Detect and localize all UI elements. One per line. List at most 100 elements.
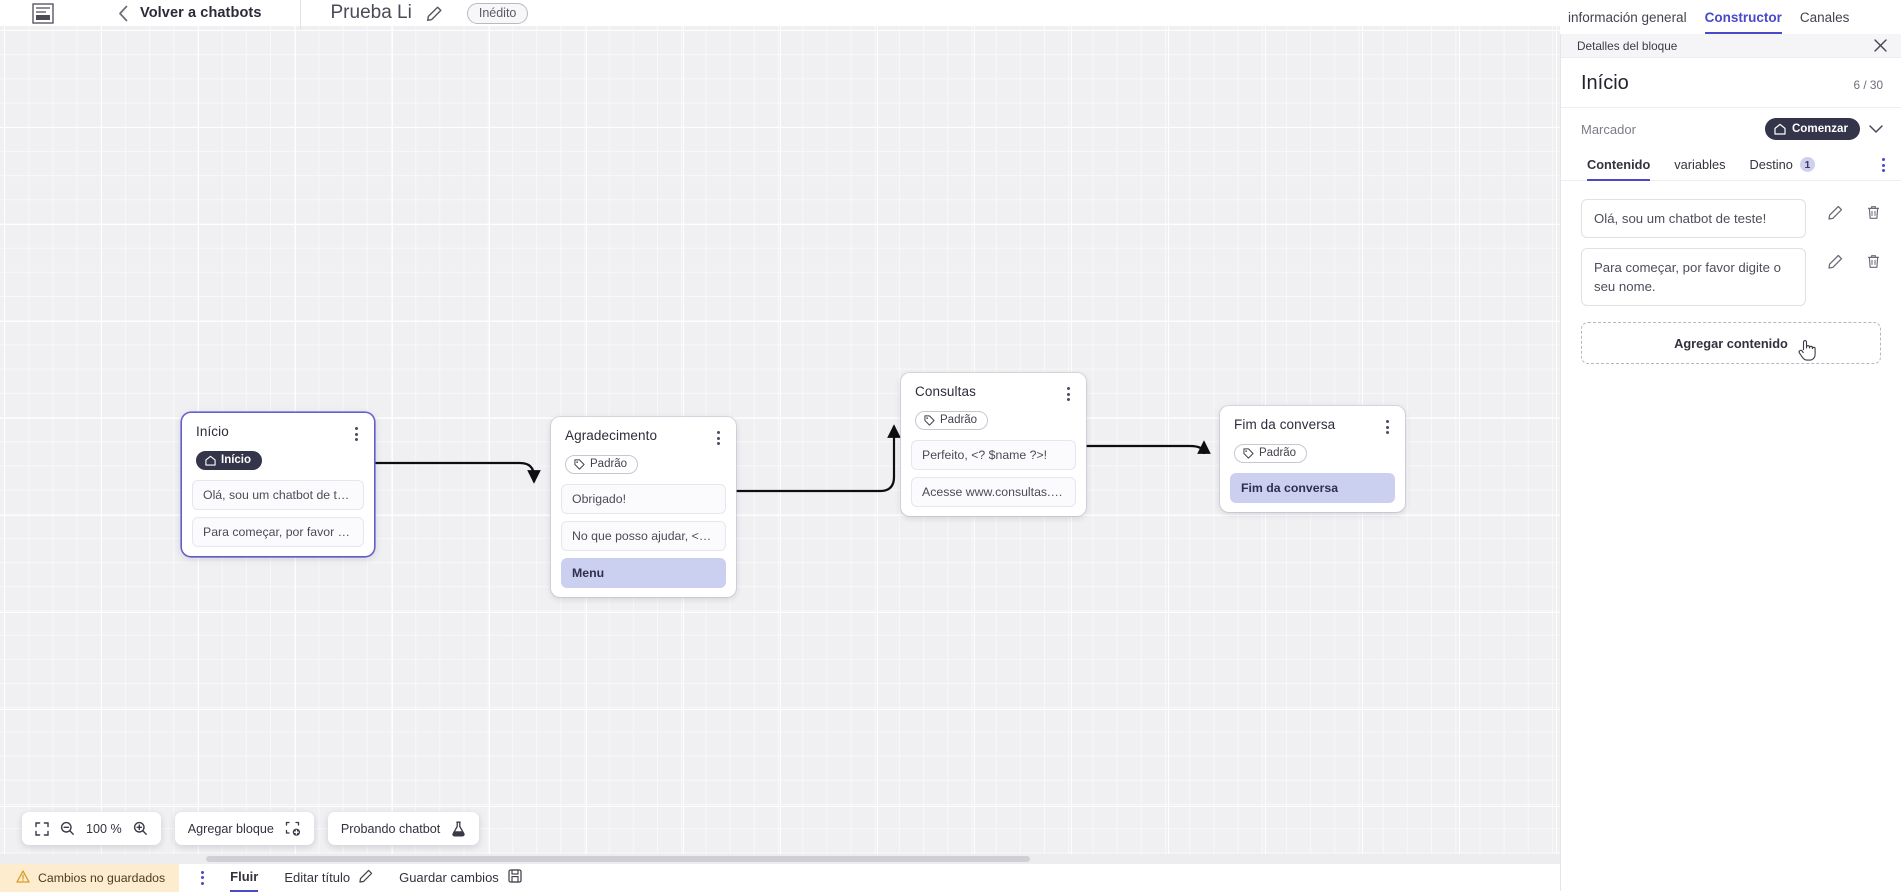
node-body: Obrigado! No que posso ajudar, <? $name … <box>551 484 736 588</box>
panel-tab-destino-label: Destino <box>1749 157 1792 172</box>
tag-icon <box>574 459 585 470</box>
flow-node-consultas[interactable]: Consultas Padrão Perfeito, <? $name ?>! … <box>901 373 1086 516</box>
node-tag[interactable]: Padrão <box>915 411 988 430</box>
panel-tab-contenido-label: Contenido <box>1587 157 1650 172</box>
node-message-menu[interactable]: Menu <box>561 558 726 588</box>
node-tag-row: Padrão <box>1220 437 1405 473</box>
via-logo[interactable] <box>28 0 58 26</box>
flow-node-inicio[interactable]: Início Início Olá, sou um chatbot de tes… <box>182 413 374 556</box>
node-menu-button[interactable] <box>351 424 362 444</box>
marker-label: Marcador <box>1581 122 1636 137</box>
content-row-actions <box>1806 248 1885 269</box>
node-tag-label: Padrão <box>940 414 977 426</box>
tab-informacion-general[interactable]: información general <box>1568 10 1687 34</box>
node-tag-label: Início <box>221 454 251 466</box>
save-changes-label: Guardar cambios <box>399 870 499 885</box>
node-title: Agradecimento <box>565 428 657 443</box>
flow-node-agradecimento[interactable]: Agradecimento Padrão Obrigado! No que po… <box>551 417 736 597</box>
flow-node-fim-da-conversa[interactable]: Fim da conversa Padrão Fim da conversa <box>1220 406 1405 512</box>
tab-canales[interactable]: Canales <box>1800 10 1850 34</box>
node-message[interactable]: No que posso ajudar, <? $name ... <box>561 521 726 551</box>
add-content-button[interactable]: Agregar contenido <box>1581 322 1881 364</box>
flask-icon <box>451 821 466 837</box>
zoom-in-icon[interactable] <box>133 821 148 836</box>
node-tag-row: Início <box>182 444 374 480</box>
node-header: Consultas <box>901 373 1086 404</box>
panel-more-menu-button[interactable] <box>1882 158 1885 172</box>
panel-content-list: Olá, sou um chatbot de teste! Para começ… <box>1561 181 1901 364</box>
add-content-label: Agregar contenido <box>1674 336 1788 351</box>
node-message[interactable]: Para começar, por favor digite o ... <box>192 517 364 547</box>
node-tag-row: Padrão <box>551 448 736 484</box>
panel-title-bar: Detalles del bloque <box>1561 34 1901 58</box>
marker-value-label: Comenzar <box>1792 122 1848 135</box>
node-message[interactable]: Acesse www.consultas.com par... <box>911 477 1076 507</box>
panel-block-title: Início <box>1581 72 1629 95</box>
node-menu-button[interactable] <box>1382 417 1393 437</box>
back-to-chatbots-link[interactable]: Volver a chatbots <box>140 5 262 21</box>
tag-icon <box>924 415 935 426</box>
node-message[interactable]: Perfeito, <? $name ?>! <box>911 440 1076 470</box>
back-chevron-icon[interactable] <box>116 0 130 26</box>
fit-screen-icon[interactable] <box>35 822 49 836</box>
right-top-tabs: información general Constructor Canales <box>1560 0 1901 34</box>
save-changes-button[interactable]: Guardar cambios <box>399 864 522 892</box>
panel-bar-title: Detalles del bloque <box>1577 39 1677 53</box>
zoom-level: 100 % <box>86 822 122 836</box>
panel-header: Início 6 / 30 <box>1561 58 1901 108</box>
node-title: Consultas <box>915 384 976 399</box>
marker-row: Marcador Comenzar <box>1561 108 1901 151</box>
panel-tab-contenido[interactable]: Contenido <box>1587 151 1650 181</box>
status-tab-fluir[interactable]: Fluir <box>230 864 258 892</box>
close-icon[interactable] <box>1874 39 1887 52</box>
home-icon <box>205 455 216 466</box>
trash-icon[interactable] <box>1866 205 1881 220</box>
content-text[interactable]: Para começar, por favor digite o seu nom… <box>1581 248 1806 306</box>
tab-constructor[interactable]: Constructor <box>1705 10 1782 34</box>
header-divider <box>300 0 301 30</box>
trash-icon[interactable] <box>1866 254 1881 269</box>
canvas-toolbar: 100 % Agregar bloque Probando chatbot <box>22 812 479 845</box>
add-block-button[interactable]: Agregar bloque <box>175 812 314 845</box>
panel-tab-destino[interactable]: Destino 1 <box>1749 151 1814 181</box>
node-tag[interactable]: Padrão <box>1234 444 1307 463</box>
node-menu-button[interactable] <box>713 428 724 448</box>
node-message[interactable]: Olá, sou um chatbot de teste! <box>192 480 364 510</box>
node-body: Olá, sou um chatbot de teste! Para começ… <box>182 480 374 547</box>
node-menu-button[interactable] <box>1063 384 1074 404</box>
node-header: Fim da conversa <box>1220 406 1405 437</box>
test-chatbot-button[interactable]: Probando chatbot <box>328 812 479 845</box>
node-tag-label: Padrão <box>1259 447 1296 459</box>
scrollbar-thumb[interactable] <box>206 856 1030 862</box>
add-block-icon <box>285 821 301 837</box>
content-text[interactable]: Olá, sou um chatbot de teste! <box>1581 199 1806 238</box>
edit-title-button[interactable]: Editar título <box>284 864 373 892</box>
panel-tab-destino-badge: 1 <box>1800 157 1815 172</box>
node-message[interactable]: Fim da conversa <box>1230 473 1395 503</box>
pencil-icon[interactable] <box>1828 205 1843 220</box>
panel-tabs: Contenido variables Destino 1 <box>1561 151 1901 181</box>
pencil-icon[interactable] <box>1828 254 1843 269</box>
chevron-down-icon[interactable] <box>1869 125 1883 134</box>
add-block-label: Agregar bloque <box>188 822 274 836</box>
zoom-out-icon[interactable] <box>60 821 75 836</box>
edit-title-label: Editar título <box>284 870 350 885</box>
node-body: Fim da conversa <box>1220 473 1405 503</box>
flow-canvas[interactable]: Início Início Olá, sou um chatbot de tes… <box>0 26 1560 863</box>
marker-controls: Comenzar <box>1765 118 1883 140</box>
node-message[interactable]: Obrigado! <box>561 484 726 514</box>
node-tag-label: Padrão <box>590 458 627 470</box>
node-tag[interactable]: Início <box>196 451 262 470</box>
warning-icon <box>16 870 30 886</box>
canvas-horizontal-scrollbar[interactable] <box>0 854 1560 863</box>
content-row: Para começar, por favor digite o seu nom… <box>1581 248 1885 306</box>
status-menu-button[interactable] <box>201 871 204 885</box>
block-details-panel: Detalles del bloque Início 6 / 30 Marcad… <box>1560 34 1901 891</box>
panel-tab-variables[interactable]: variables <box>1674 151 1725 181</box>
tag-icon <box>1243 448 1254 459</box>
marker-value-pill[interactable]: Comenzar <box>1765 118 1860 140</box>
pencil-icon[interactable] <box>426 5 443 22</box>
save-disk-icon <box>508 869 522 886</box>
zoom-controls: 100 % <box>22 812 161 845</box>
node-tag[interactable]: Padrão <box>565 455 638 474</box>
